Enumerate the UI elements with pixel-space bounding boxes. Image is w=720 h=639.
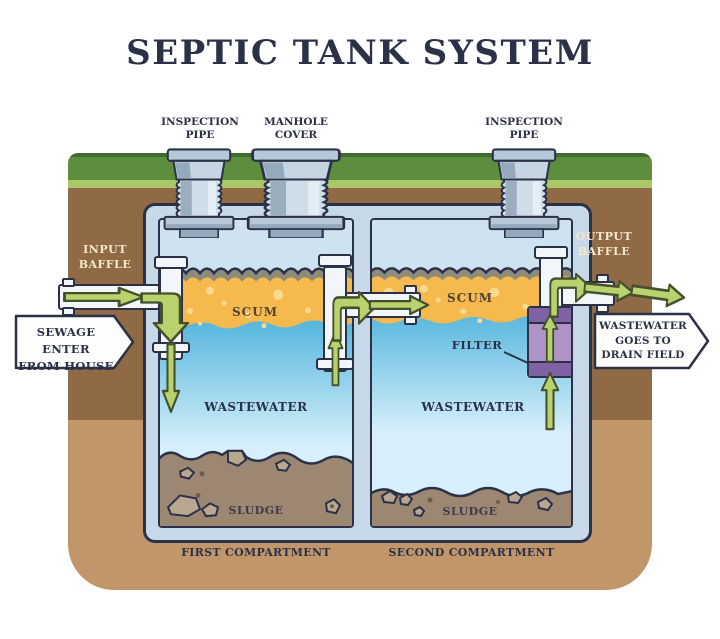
label-line: MANHOLE — [264, 116, 328, 128]
sludge-label-2: SLUDGE — [442, 505, 498, 518]
outlet-pipe-flange-top — [596, 274, 609, 283]
label-line: OUTPUT — [575, 230, 633, 243]
wastewater-label-2: WASTEWATER — [421, 400, 525, 414]
sewage-callout-shape — [14, 314, 135, 370]
callout-line: FROM HOUSE — [18, 359, 114, 373]
inspection-pipe-riser-left — [163, 147, 235, 238]
callout-line: SEWAGE ENTER — [36, 325, 96, 356]
first-compartment — [158, 218, 354, 528]
label-inspection-pipe-right: INSPECTION PIPE — [474, 116, 574, 142]
transfer-pipe-flange-bottom — [404, 316, 417, 325]
drainfield-callout-text: WASTEWATER GOES TO DRAIN FIELD — [593, 319, 693, 363]
label-line: INSPECTION — [485, 116, 563, 128]
callout-line: DRAIN FIELD — [601, 349, 685, 361]
callout-line: GOES TO — [615, 334, 671, 347]
input-baffle-cap — [154, 256, 188, 269]
wastewater-label-1: WASTEWATER — [204, 400, 308, 414]
filter-up-arrow — [541, 313, 559, 363]
label-line: INSPECTION — [161, 116, 239, 128]
input-baffle-label: INPUT BAFFLE — [58, 242, 152, 272]
callout-line: WASTEWATER — [599, 320, 687, 332]
label-line: COVER — [274, 129, 318, 141]
page-title: SEPTIC TANK SYSTEM — [126, 33, 594, 73]
scum-label-1: SCUM — [232, 305, 278, 319]
drainfield-callout-shape — [593, 312, 710, 370]
label-line: BAFFLE — [577, 245, 631, 258]
grass — [68, 157, 652, 180]
output-baffle-label: OUTPUT BAFFLE — [556, 229, 652, 259]
filter-label: FILTER — [451, 338, 503, 352]
input-down-arrow — [161, 342, 181, 414]
inlet-pipe-flange-top — [62, 278, 75, 287]
inspection-pipe-riser-right — [488, 147, 560, 238]
label-line: INPUT — [83, 243, 127, 256]
second-compartment-caption: SECOND COMPARTMENT — [388, 546, 555, 559]
inlet-flow-arrow — [62, 286, 146, 308]
label-line: PIPE — [509, 129, 539, 141]
transfer-pipe-cap — [318, 254, 352, 267]
transfer-pipe-flange-top — [404, 285, 417, 294]
first-compartment-caption: FIRST COMPARTMENT — [181, 546, 331, 559]
sludge-label-1: SLUDGE — [228, 504, 284, 517]
label-line: PIPE — [185, 129, 215, 141]
label-manhole-cover: MANHOLE COVER — [246, 116, 346, 142]
label-inspection-pipe-left: INSPECTION PIPE — [150, 116, 250, 142]
filter-pointer-line — [503, 351, 529, 364]
grass-top-edge — [68, 153, 652, 157]
output-baffle-cap — [534, 246, 568, 259]
outlet-pipe-flange-bottom — [596, 304, 609, 313]
sewage-callout-text: SEWAGE ENTER FROM HOUSE — [14, 324, 118, 375]
grass-light-strip — [68, 180, 652, 188]
label-line: BAFFLE — [78, 258, 132, 271]
manhole-cover-riser — [246, 147, 346, 238]
scum-label-2: SCUM — [447, 291, 493, 305]
input-elbow-arrow — [140, 287, 194, 345]
